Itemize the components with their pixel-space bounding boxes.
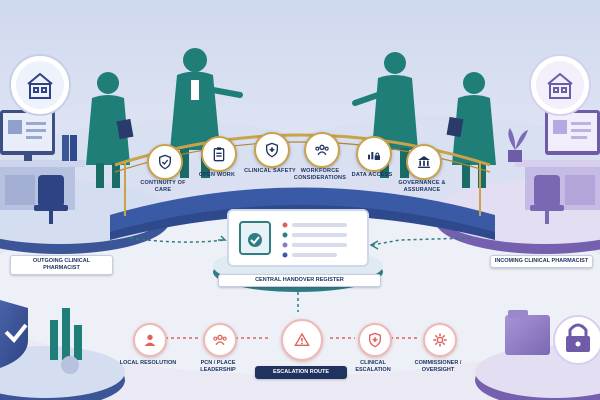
topic-label: Governance & assurance — [398, 180, 446, 193]
institution-icon — [418, 156, 430, 168]
shield-cross-icon — [369, 332, 381, 348]
gear-icon — [433, 333, 447, 347]
topic-badge — [304, 132, 340, 168]
topic-label: Open work — [198, 172, 236, 178]
lock-icon — [566, 323, 590, 352]
people-group-icon — [213, 334, 227, 346]
escalation-label: PCN / place leadership — [200, 360, 236, 373]
outgoing-platform — [0, 54, 170, 254]
topic-label: Data access — [351, 172, 393, 178]
people-group-icon — [315, 144, 329, 156]
shield-check-icon — [159, 154, 171, 170]
chart-lock-icon — [368, 152, 380, 160]
outgoing-role-label: Outgoing clinical pharmacist — [10, 255, 113, 275]
escalation-label: Clinical escalation — [355, 360, 391, 373]
checklist-icon — [248, 233, 262, 247]
topic-label: Workforce considerations — [293, 168, 347, 181]
register-label: Central handover register — [218, 274, 381, 287]
escalation-label: Commissioner / oversight — [414, 360, 462, 373]
escalation-label: Local resolution — [119, 360, 177, 366]
incoming-platform — [435, 54, 600, 254]
escalation-node — [358, 323, 392, 357]
bottom-right-security — [475, 310, 600, 400]
topic-badge — [201, 136, 237, 172]
incoming-role-label: Incoming clinical pharmacist — [490, 255, 593, 268]
incoming-pharmacist-figure — [446, 72, 496, 188]
building-icon — [547, 72, 573, 99]
topic-badge — [406, 144, 442, 180]
bottom-left-assurance — [0, 300, 125, 400]
building-icon — [27, 72, 53, 99]
escalation-node — [133, 323, 167, 357]
shield-check-icon — [4, 323, 28, 343]
topic-label: Continuity of care — [140, 180, 186, 193]
topic-badge — [254, 132, 290, 168]
escalation-node — [423, 323, 457, 357]
person-icon — [144, 334, 156, 346]
clipboard-list-icon — [213, 147, 225, 162]
topic-badge — [147, 144, 183, 180]
escalation-node — [203, 323, 237, 357]
escalation-label: Escalation route — [255, 366, 347, 379]
topic-label: Clinical safety — [244, 168, 296, 174]
outgoing-pharmacist-figure — [86, 72, 134, 188]
flow-connectors — [129, 237, 471, 312]
topic-badge — [356, 136, 392, 172]
shield-cross-icon — [266, 142, 278, 158]
escalation-node — [281, 319, 323, 361]
warning-icon — [294, 332, 310, 346]
